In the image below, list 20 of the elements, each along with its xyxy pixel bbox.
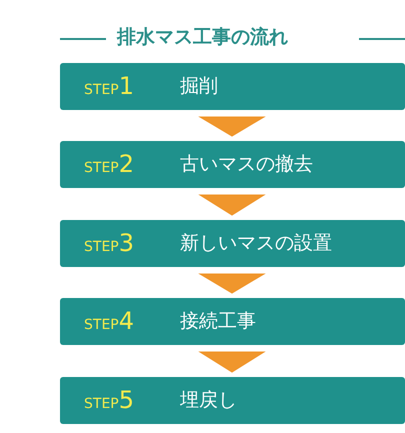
- step-label: 接続工事: [180, 309, 256, 334]
- step-number: STEP4: [84, 306, 134, 337]
- step-box: [60, 377, 405, 424]
- step-box: [60, 220, 405, 267]
- arrow: [198, 352, 266, 373]
- step-label: 埋戻し: [180, 388, 237, 413]
- step-label: 掘削: [180, 74, 218, 99]
- step-box: [60, 63, 405, 110]
- step-number: STEP3: [84, 228, 134, 259]
- step-box: [60, 141, 405, 188]
- step-number: STEP2: [84, 149, 134, 180]
- arrow: [198, 194, 266, 216]
- step-label: 古いマスの撤去: [180, 152, 313, 177]
- title: 排水マス工事の流れ: [117, 25, 288, 50]
- arrow: [198, 116, 266, 137]
- arrow: [198, 274, 266, 294]
- step-box: [60, 298, 405, 345]
- step-number: STEP5: [84, 385, 134, 416]
- step-label: 新しいマスの設置: [180, 231, 332, 256]
- step-number: STEP1: [84, 71, 134, 102]
